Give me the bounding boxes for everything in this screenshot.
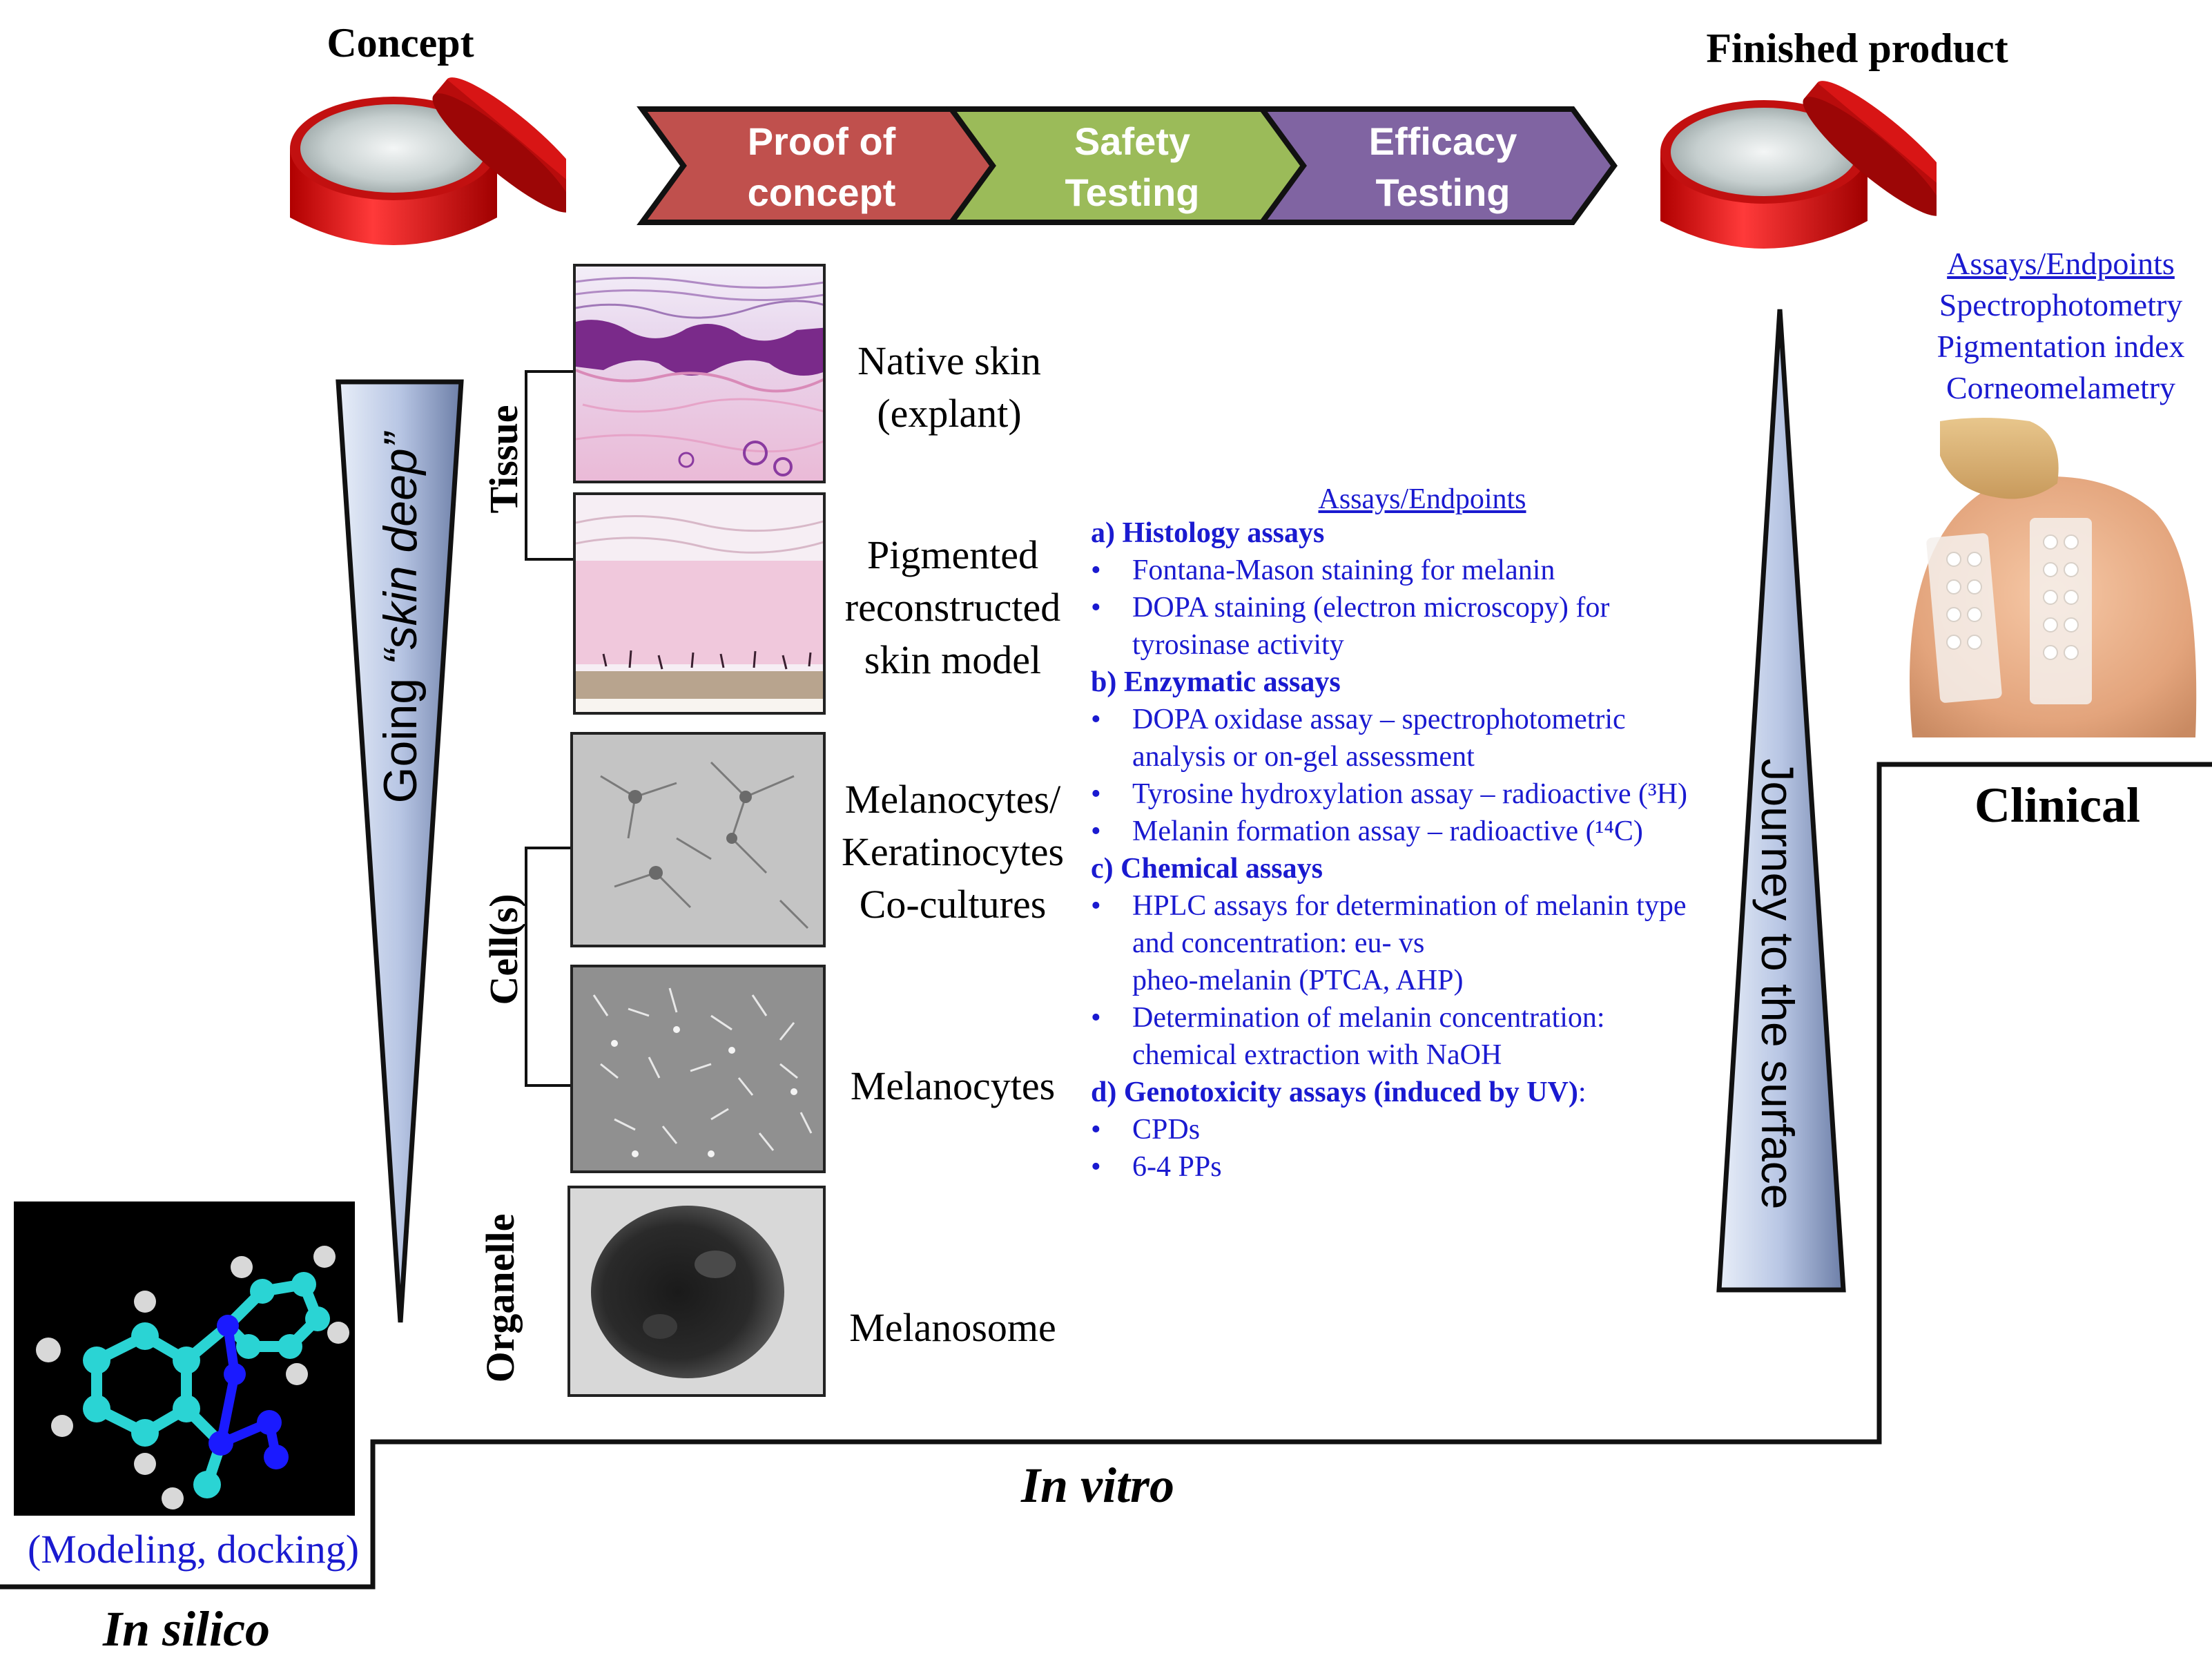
assay-heading-enzymatic: b) Enzymatic assays — [1091, 666, 1341, 698]
pigmented-skin-model-micrograph — [573, 492, 826, 715]
melanosome-micrograph — [567, 1186, 826, 1397]
insilico-sub-label: (Modeling, docking) — [27, 1527, 360, 1572]
assay-item: •Determination of melanin concentration:… — [1091, 1002, 1605, 1071]
melanocytes-micrograph — [570, 965, 826, 1173]
assay-item: •CPDs — [1091, 1114, 1201, 1146]
pipeline-chevrons — [637, 106, 1618, 225]
going-skin-deep-wedge — [336, 379, 464, 1323]
assay-heading-genotoxicity: d) Genotoxicity assays (induced by UV): — [1091, 1077, 1587, 1108]
assay-item: •Fontana-Mason staining for melanin — [1091, 554, 1555, 586]
clinical-assays-list: Assays/Endpoints Spectrophotometry Pigme… — [1937, 246, 2185, 405]
journey-surface-wedge — [1716, 309, 1846, 1293]
assay-item: •DOPA staining (electron microscopy) for… — [1091, 592, 1610, 661]
insilico-stage-label: In silico — [102, 1601, 271, 1657]
clinical-back-photo — [1892, 414, 2204, 737]
clinical-stage-label: Clinical — [1974, 778, 2140, 833]
molecule-model-image — [14, 1201, 355, 1516]
cocultures-micrograph — [570, 732, 826, 947]
group-label-organelle: Organelle — [478, 1213, 523, 1383]
assay-item: •Melanin formation assay – radioactive (… — [1091, 815, 1643, 847]
invitro-assays-title: Assays/Endpoints — [1318, 483, 1526, 515]
assay-item: •HPLC assays for determination of melani… — [1091, 890, 1687, 996]
chevron-efficacy-testing — [1257, 106, 1618, 225]
concept-label: Concept — [327, 20, 474, 66]
assay-heading-histology: a) Histology assays — [1091, 517, 1325, 549]
invitro-stage-label: In vitro — [1020, 1458, 1175, 1513]
invitro-assays-list: a) Histology assays •Fontana-Mason stain… — [1091, 514, 1767, 1186]
finished-tin-icon — [1660, 81, 1937, 249]
assay-heading-chemical: c) Chemical assays — [1091, 853, 1323, 885]
concept-tin-icon — [290, 77, 566, 245]
group-label-cells: Cell(s) — [481, 894, 526, 1005]
native-skin-micrograph — [573, 264, 826, 483]
group-label-tissue: Tissue — [481, 405, 526, 514]
melanosome-label: Melanosome — [849, 1305, 1056, 1350]
assay-item: •6-4 PPs — [1091, 1151, 1222, 1183]
assay-item: •DOPA oxidase assay – spectrophotometric… — [1091, 704, 1626, 773]
finished-product-label: Finished product — [1706, 26, 2008, 71]
native-skin-label: Native skin(explant) — [857, 338, 1041, 436]
melanocytes-label: Melanocytes — [850, 1063, 1056, 1108]
assay-item: •Tyrosine hydroxylation assay – radioact… — [1091, 778, 1687, 810]
